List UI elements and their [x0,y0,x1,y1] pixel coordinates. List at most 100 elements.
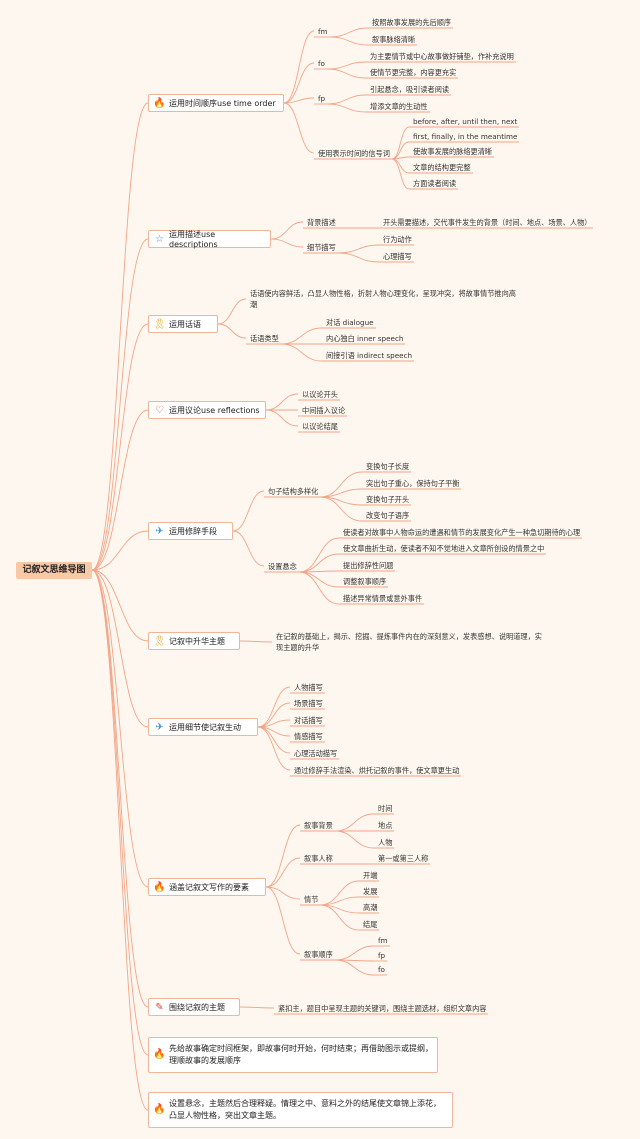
connector-line [298,553,340,573]
branch-9[interactable]: ✎围绕记叙的主题 [148,998,240,1016]
subtopic[interactable]: 叙事顺序 [304,949,333,959]
connector-line [265,824,301,888]
connector-line [391,141,410,160]
detail-item[interactable]: 按照故事发展的先后顺序 [372,17,452,27]
branch-2[interactable]: ☆运用描述use descriptions [148,230,271,249]
connector-line [334,945,375,961]
detail-item[interactable]: 第一或第三人称 [378,853,429,863]
branch-10[interactable]: 🔥先给故事确定时间框架，即故事何时开始，何时结束；再借助图示或提纲，理顺故事的发… [148,1037,438,1073]
branch-3[interactable]: 🎗运用话语 [148,315,218,333]
connector-line [334,813,375,832]
connector-line [391,126,410,160]
connector-line [298,570,340,573]
detail-item[interactable]: 使文章曲折生动，使读者不知不觉地进入文章所创设的情景之中 [343,543,545,553]
detail-item[interactable]: 增添文章的生动性 [370,101,428,111]
subtopic[interactable]: 场景描写 [294,698,323,708]
branch-7[interactable]: ✈运用细节使记叙生动 [148,718,258,736]
subtopic[interactable]: 在记叙的基础上，揭示、挖掘、提炼事件内在的深刻意义，发表感想、说明道理，实现主题… [276,632,542,652]
connector-line [319,488,363,498]
detail-item[interactable]: 为主要情节或中心故事做好铺垫，作补充说明 [370,51,514,61]
subtopic[interactable]: fp [318,93,326,103]
connector-line [298,537,340,573]
detail-item[interactable]: 叙事脉络清晰 [372,34,416,44]
connector-line [326,103,367,113]
detail-item[interactable]: 对话 dialogue [326,317,374,327]
detail-item[interactable]: 变换句子长度 [366,461,410,471]
detail-item[interactable]: 开头需要描述，交代事件发生的背景（时间、地点、场景、人物） [383,217,592,227]
detail-item[interactable]: first, finally, in the meantime [413,131,518,141]
detail-item[interactable]: 突出句子重心，保持句子平衡 [366,478,460,488]
connector-line [391,158,410,174]
branch-1[interactable]: 🔥运用时间顺序use time order [148,94,284,112]
detail-item[interactable]: 使情节更完整，内容更充实 [370,67,457,77]
detail-item[interactable]: 人物 [378,837,393,847]
subtopic[interactable]: 情感描写 [294,731,323,741]
detail-item[interactable]: 文章的结构更完整 [413,162,471,172]
connector-line [298,571,340,605]
subtopic[interactable]: 心理活动描写 [294,748,338,758]
branch-8[interactable]: 🔥涵盖记叙文写作的要素 [148,878,266,896]
subtopic[interactable]: 背景描述 [307,217,336,227]
subtopic[interactable]: 细节描写 [307,242,336,252]
connector-line [326,68,367,79]
subtopic[interactable]: 通过修辞手法渲染、烘托记叙的事件，使文章更生动 [294,765,460,775]
subtopic[interactable]: 以议论开头 [302,389,338,399]
detail-item[interactable]: 使故事发展的脉络更清晰 [413,146,493,156]
subtopic[interactable]: 话语类型 [250,333,279,343]
subtopic[interactable]: 情节 [304,894,319,904]
detail-item[interactable]: 行为动作 [383,234,412,244]
detail-item[interactable]: before, after, until then, next [413,116,518,126]
detail-item[interactable]: 发展 [363,886,378,896]
branch-label: 运用议论use reflections [169,405,260,415]
branch-5[interactable]: ✈运用修辞手段 [148,522,233,540]
subtopic[interactable]: 设置悬念 [268,561,297,571]
detail-item[interactable]: 改变句子语序 [366,510,410,520]
detail-item[interactable]: 时间 [378,803,393,813]
detail-item[interactable]: 开端 [363,870,378,880]
subtopic[interactable]: fm [318,26,328,36]
branch-6[interactable]: 🎗记叙中升华主题 [148,632,240,650]
detail-item[interactable]: fp [378,950,386,960]
fire-icon: 🔥 [153,1104,166,1115]
subtopic[interactable]: 中间插入议论 [302,405,346,415]
detail-item[interactable]: 心理描写 [383,251,412,261]
detail-item[interactable]: 描述异常情景或意外事件 [343,593,423,603]
subtopic[interactable]: 使用表示时间的信号词 [318,148,390,158]
detail-item[interactable]: fo [378,964,385,974]
subtopic[interactable]: 紧扣主，题目中呈现主题的关键词，围绕主题选材，组织文章内容 [278,1003,487,1013]
subtopic[interactable]: 对话描写 [294,715,323,725]
detail-item[interactable]: 内心独白 inner speech [326,333,404,343]
subtopic[interactable]: fo [318,58,325,68]
subtopic[interactable]: 叙事背景 [304,820,333,830]
connector-line [283,62,315,104]
pen-icon: ✎ [155,1001,164,1013]
subtopic[interactable]: 句子结构多样化 [268,486,319,496]
connector-line [319,496,363,506]
connector-line [217,298,247,325]
connector-line [265,393,299,411]
detail-item[interactable]: fm [378,935,388,945]
detail-item[interactable]: 高潮 [363,902,378,912]
detail-item[interactable]: 提出修辞性问题 [343,560,394,570]
detail-item[interactable]: 引起悬念，吸引读者阅读 [370,84,450,94]
subtopic[interactable]: 话语使内容鲜活，凸显人物性格，折射人物心理变化，呈现冲突，将故事情节推向高潮 [250,289,516,309]
detail-item[interactable]: 调整叙事顺序 [343,576,387,586]
connector-line [257,702,291,728]
branch-label: 运用时间顺序use time order [169,98,276,108]
detail-item[interactable]: 使读者对故事中人物命运的遭遇和情节的发展变化产生一种急切期待的心理 [343,527,581,537]
detail-item[interactable]: 间接引语 indirect speech [326,350,413,360]
detail-item[interactable]: 地点 [378,820,393,830]
root-node[interactable]: 记叙文思维导图 [16,562,92,579]
branch-11[interactable]: 🔥设置悬念，主题然后合理释疑。情理之中、意料之外的结尾使文章锦上添花，凸显人物性… [148,1092,453,1128]
detail-item[interactable]: 方面读者阅读 [413,178,457,188]
subtopic[interactable]: 叙事人称 [304,853,333,863]
subtopic[interactable]: 人物描写 [294,682,323,692]
connector-line [334,830,375,849]
detail-item[interactable]: 变换句子开头 [366,494,410,504]
detail-item[interactable]: 结尾 [363,919,378,929]
star-icon: ☆ [155,233,164,245]
subtopic[interactable]: 以议论结尾 [302,421,338,431]
branch-4[interactable]: ♡运用议论use reflections [148,401,266,419]
medal-icon: 🎗 [153,635,166,647]
